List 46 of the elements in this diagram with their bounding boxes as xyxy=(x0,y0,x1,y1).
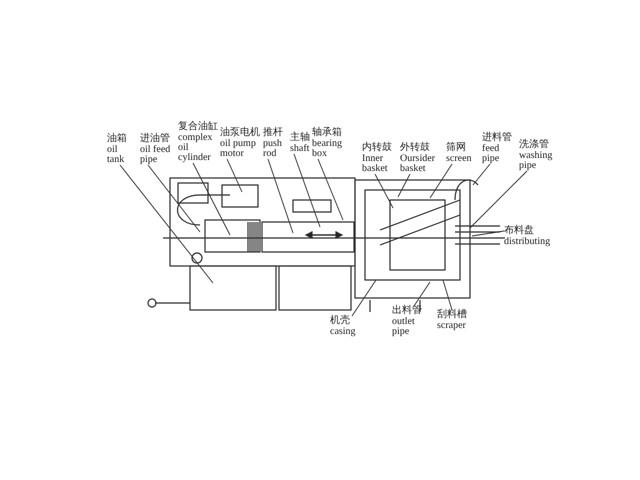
part-label: 筛网 xyxy=(446,143,467,153)
leader-line xyxy=(192,162,230,236)
leader-line xyxy=(472,164,490,186)
part-label: 机壳 xyxy=(330,316,351,326)
part-label: complex oil cylinder xyxy=(178,133,214,163)
part-label: 进料管 xyxy=(482,133,512,143)
part-label: casing xyxy=(330,327,357,337)
part-label: bearing box xyxy=(312,139,343,159)
leader-line xyxy=(120,164,214,284)
part-label: oil feed pipe xyxy=(140,145,172,165)
part-label: screen xyxy=(446,154,473,164)
part-label: outlet pipe xyxy=(392,317,416,337)
part-label: 油泵电机 xyxy=(220,128,261,138)
leader-line xyxy=(352,280,376,316)
leader-line xyxy=(398,174,410,198)
part-label: 出料管 xyxy=(392,306,423,316)
leader-line xyxy=(318,158,344,220)
part-label: Inner basket xyxy=(362,154,389,174)
part-label: 洗涤管 xyxy=(519,140,550,150)
part-label: 主轴 xyxy=(290,133,311,143)
part-label: 轴承箱 xyxy=(312,128,343,138)
part-label: 油箱 xyxy=(107,134,128,144)
leader-line xyxy=(226,158,242,192)
part-label: 复合油缸 xyxy=(178,122,219,132)
part-label: 推杆 xyxy=(263,128,284,138)
part-label: 进油管 xyxy=(140,134,171,144)
leader-line xyxy=(148,164,200,232)
part-label: 外转鼓 xyxy=(400,143,431,153)
part-label: washing pipe xyxy=(519,151,554,171)
leader-line xyxy=(442,280,452,310)
leader-line xyxy=(414,282,430,306)
part-label: 布料盘 xyxy=(504,226,535,236)
leader-line xyxy=(268,158,294,234)
part-label: push rod xyxy=(263,139,283,159)
leader-line xyxy=(472,230,504,236)
leader-line xyxy=(470,170,528,228)
leader-line xyxy=(294,154,320,228)
part-label: feed pipe xyxy=(482,144,500,164)
part-label: oil tank xyxy=(107,145,126,165)
part-label: scraper xyxy=(437,321,467,331)
part-label: 刮料槽 xyxy=(437,310,468,320)
part-label: distributing xyxy=(504,237,552,247)
part-label: Oursider basket xyxy=(400,154,436,174)
part-label: 内转鼓 xyxy=(362,143,393,153)
part-label: oil pump motor xyxy=(220,139,257,159)
leader-line xyxy=(430,164,452,198)
